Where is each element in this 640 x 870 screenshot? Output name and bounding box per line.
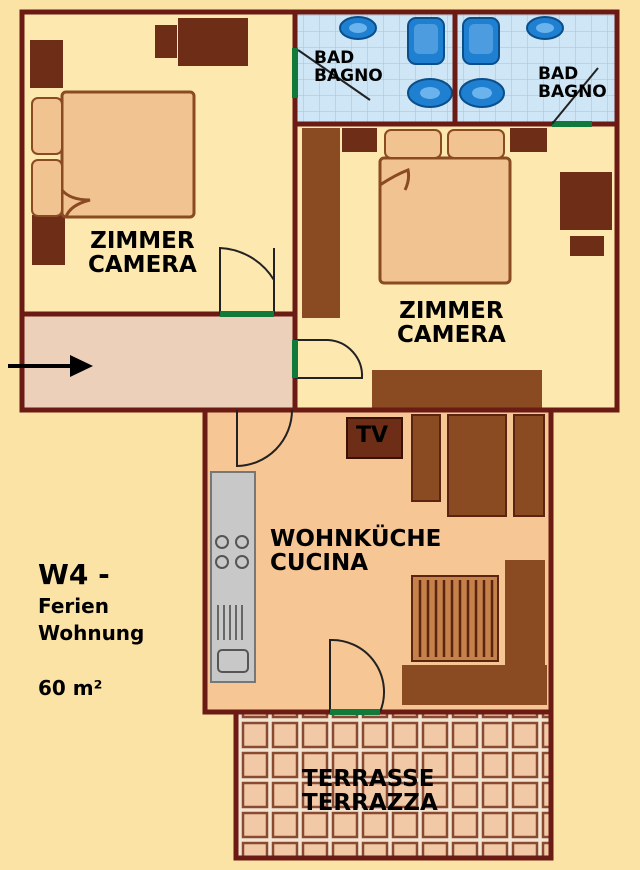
tv-unit: [346, 417, 403, 459]
room-label-bath-left: BAD BAGNO: [314, 48, 383, 86]
terrace-floor: [236, 712, 551, 858]
room-name: ZIMMER: [399, 298, 504, 324]
apartment-type-line1: Ferien: [38, 594, 109, 618]
bedroom-left-furniture: [30, 18, 248, 265]
room-label-bedroom-left: ZIMMER CAMERA: [88, 229, 197, 277]
room-name-italian: BAGNO: [314, 65, 383, 86]
hallway-floor: [22, 314, 295, 410]
bath-right-fixtures: [459, 16, 564, 108]
double-bed: [378, 156, 512, 285]
bedroom-right-furniture: [302, 128, 612, 410]
room-name: WOHNKÜCHE: [270, 526, 442, 552]
room-name: ZIMMER: [90, 228, 195, 254]
room-label-terrace: TERRASSE TERRAZZA: [302, 767, 438, 815]
entrance-arrow-icon: [8, 355, 93, 377]
room-name-italian: CAMERA: [397, 322, 506, 349]
bath-left-fixtures: [339, 16, 453, 108]
room-label-bath-right: BAD BAGNO: [538, 64, 607, 102]
living-furniture: [402, 414, 547, 705]
apartment-name: W4 -: [38, 558, 110, 591]
room-name: TERRASSE: [302, 766, 435, 792]
tv-label: TV: [356, 423, 389, 448]
room-name-italian: CAMERA: [88, 252, 197, 279]
doors: [219, 48, 599, 715]
kitchen-counter: [210, 471, 256, 683]
room-name-italian: TERRAZZA: [302, 790, 438, 817]
double-bed: [60, 90, 196, 219]
room-name-italian: BAGNO: [538, 81, 607, 102]
room-name: BAD: [314, 48, 355, 68]
apartment-type-line2: Wohnung: [38, 621, 145, 645]
room-label-bedroom-right: ZIMMER CAMERA: [397, 299, 506, 347]
room-label-kitchen: WOHNKÜCHE CUCINA: [270, 527, 441, 575]
dining-table: [411, 575, 499, 662]
apartment-area: 60 m²: [38, 676, 103, 700]
room-name-italian: CUCINA: [270, 550, 369, 577]
room-name: BAD: [538, 64, 579, 84]
